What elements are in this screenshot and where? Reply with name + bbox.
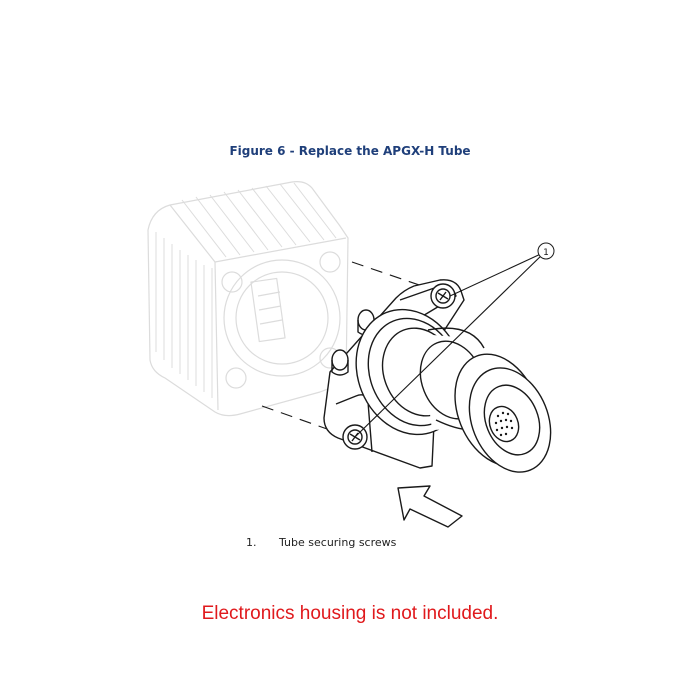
callout-leader-lines bbox=[355, 251, 546, 437]
legend-item: 1. Tube securing screws bbox=[246, 536, 396, 549]
alignment-lines bbox=[261, 261, 429, 431]
apgx-h-tube-assembly bbox=[323, 279, 552, 473]
figure-caption: Figure 6 - Replace the APGX-H Tube bbox=[229, 144, 471, 158]
electronics-housing-ghost bbox=[147, 181, 349, 417]
legend-item-number: 1. bbox=[246, 536, 257, 549]
callout-bubble: 1 bbox=[537, 242, 555, 260]
connector-pins bbox=[494, 411, 514, 437]
callout-number: 1 bbox=[543, 248, 549, 258]
legend-item-label: Tube securing screws bbox=[279, 536, 397, 549]
insertion-arrow bbox=[397, 485, 463, 528]
housing-note: Electronics housing is not included. bbox=[201, 603, 499, 624]
